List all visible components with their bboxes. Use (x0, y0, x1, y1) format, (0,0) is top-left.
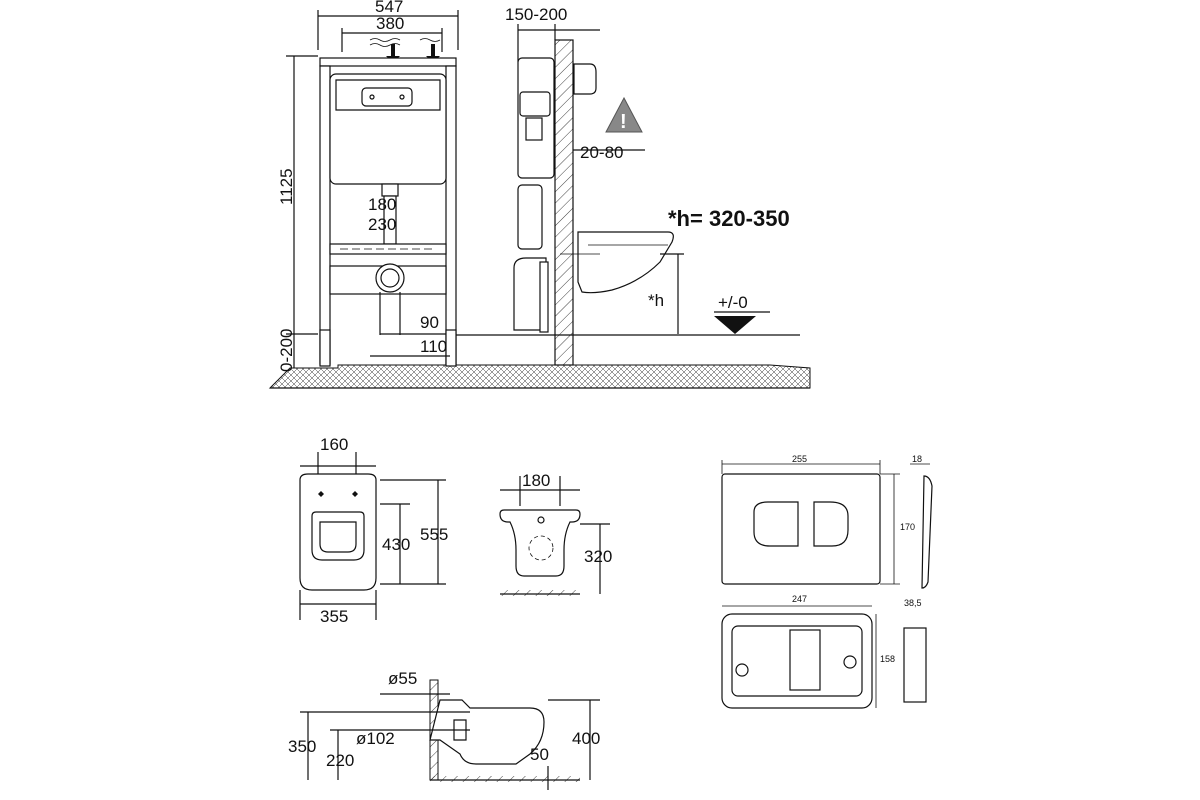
dim-outlet-90: 90 (420, 313, 439, 332)
bowl-top-view: 160 355 430 555 (299, 435, 448, 626)
dim-width: 355 (320, 607, 348, 626)
wall-section (554, 39, 574, 366)
dim-frame-width: 547 (375, 0, 403, 16)
dim-outlet-diameter: ø102 (356, 729, 395, 748)
flush-plate-view: 255 170 18 247 158 38,5 (721, 454, 933, 709)
dim-plate-height: 170 (900, 522, 915, 532)
flush-plate (721, 473, 881, 585)
dim-inner-length: 430 (382, 535, 410, 554)
dim-leg-adjust: 0-200 (277, 329, 296, 372)
installation-side-view: 150-200 ! 20-80 *h= 320-350 *h +/-0 (505, 5, 790, 366)
bowl-rear-view: 180 320 (499, 471, 612, 596)
flush-button-left[interactable] (753, 501, 799, 547)
dim-plate-width: 255 (792, 454, 807, 464)
warning-icon (605, 96, 643, 133)
outlet-connector (375, 263, 405, 293)
height-label: *h (648, 291, 664, 310)
dim-cistern-width: 380 (376, 14, 404, 33)
bowl-side-shape (429, 699, 545, 765)
dim-frame-depth: 38,5 (904, 598, 922, 608)
dim-plate-depth: 18 (912, 454, 922, 464)
dim-overhang: 50 (530, 745, 549, 764)
height-formula: *h= 320-350 (668, 206, 790, 231)
dim-bowl-height: 400 (572, 729, 600, 748)
dim-frame-height: 158 (880, 654, 895, 664)
dim-pipe-180: 180 (368, 195, 396, 214)
dim-height-total: 350 (288, 737, 316, 756)
floor-level-icon (714, 316, 756, 334)
dim-mount-height: 320 (584, 547, 612, 566)
dim-outlet-height: 220 (326, 751, 354, 770)
dim-wall-distance: 150-200 (505, 5, 567, 24)
svg-text:!: ! (620, 111, 627, 133)
floor-hatch (268, 364, 811, 389)
bowl-rear-outline (499, 509, 581, 577)
dim-frame-height: 1125 (277, 168, 296, 205)
cistern (329, 73, 447, 185)
floor-level: +/-0 (718, 293, 748, 312)
flush-plate-frame (721, 613, 873, 709)
dim-mount-spacing: 180 (522, 471, 550, 490)
bowl-side-profile (577, 231, 674, 294)
bowl-side-detail: ø55 ø102 350 220 400 50 (288, 669, 600, 790)
bowl-outline-top (299, 473, 377, 591)
dim-top-width: 160 (320, 435, 348, 454)
dim-total-length: 555 (420, 525, 448, 544)
dim-outlet-110: 110 (420, 337, 447, 356)
dim-pipe-230: 230 (368, 215, 396, 234)
flush-button-right[interactable] (813, 501, 849, 547)
installation-frame-front-view: 547 380 180 230 1125 (268, 0, 811, 389)
dim-frame-width: 247 (792, 594, 807, 604)
dim-wall-thickness: 20-80 (580, 143, 623, 162)
dim-inlet-diameter: ø55 (388, 669, 417, 688)
